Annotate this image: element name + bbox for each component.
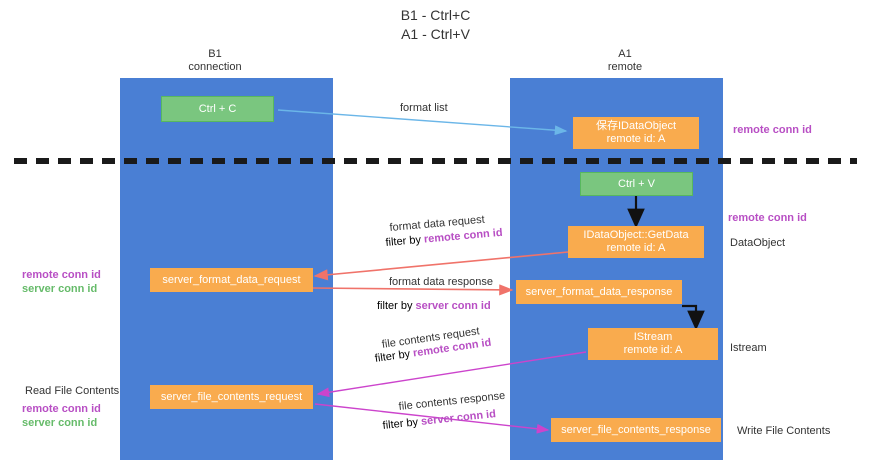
filter-prefix-2: filter by <box>377 300 416 312</box>
box-server-format-data-response-line1: server_format_data_response <box>525 285 673 298</box>
side-label-write-file-contents: Write File Contents <box>737 425 831 437</box>
lane-header-a1-role: remote <box>607 61 643 73</box>
filter-prefix-4: filter by <box>382 415 422 432</box>
side-label-left-server-conn-id-mid: server conn id <box>22 283 98 295</box>
side-label-read-file-contents: Read File Contents <box>25 385 120 397</box>
box-idataobject-store-line2: remote id: A <box>606 133 666 145</box>
lane-header-b1: B1 connection <box>150 48 280 74</box>
lane-header-b1-name: B1 <box>208 48 222 60</box>
filter-prefix-1: filter by <box>385 233 425 249</box>
box-idataobject-getdata[interactable]: IDataObject::GetData remote id: A <box>568 226 704 258</box>
box-server-file-contents-response[interactable]: server_file_contents_response <box>551 418 721 442</box>
title-line-1: B1 - Ctrl+C <box>400 7 471 23</box>
title-line-2: A1 - Ctrl+V <box>401 26 470 42</box>
filter-prefix-3: filter by <box>374 347 414 365</box>
side-label-remote-conn-id-top: remote conn id <box>733 124 812 136</box>
side-label-dataobject: DataObject <box>730 237 786 249</box>
lane-header-a1-name: A1 <box>618 48 632 60</box>
side-label-remote-conn-id-mid: remote conn id <box>728 212 807 224</box>
box-server-format-data-response[interactable]: server_format_data_response <box>516 280 682 304</box>
edge-label-format-data-response-filter: filter by server conn id <box>377 299 491 313</box>
box-istream-line1: IStream <box>633 331 673 343</box>
filter-key-server-conn-id-2: server conn id <box>420 408 497 428</box>
box-idataobject-getdata-line1: IDataObject::GetData <box>583 229 689 241</box>
box-ctrl-c-line1: Ctrl + C <box>198 102 237 115</box>
box-idataobject-store[interactable]: 保存IDataObject remote id: A <box>573 117 699 149</box>
page-title: B1 - Ctrl+C A1 - Ctrl+V <box>0 6 871 44</box>
box-server-file-contents-request[interactable]: server_file_contents_request <box>150 385 313 409</box>
side-label-left-remote-conn-id-mid: remote conn id <box>22 269 101 281</box>
box-ctrl-c[interactable]: Ctrl + C <box>161 96 274 122</box>
box-istream-line2: remote id: A <box>623 344 683 356</box>
box-idataobject-store-line1: 保存IDataObject <box>595 120 677 132</box>
edge-label-format-data-response: format data response <box>389 276 493 288</box>
box-server-file-contents-request-line1: server_file_contents_request <box>160 390 303 403</box>
side-label-left-remote-conn-id-bottom: remote conn id <box>22 403 101 415</box>
box-ctrl-v-line1: Ctrl + V <box>618 177 655 190</box>
side-label-istream: Istream <box>730 342 767 354</box>
side-label-left-server-conn-id-bottom: server conn id <box>22 417 98 429</box>
box-istream[interactable]: IStream remote id: A <box>588 328 718 360</box>
box-server-file-contents-response-line1: server_file_contents_response <box>561 423 711 436</box>
box-server-format-data-request-line1: server_format_data_request <box>162 273 301 286</box>
edge-label-format-list: format list <box>400 102 448 114</box>
box-server-format-data-request[interactable]: server_format_data_request <box>150 268 313 292</box>
filter-key-server-conn-id-1: server conn id <box>415 300 491 312</box>
box-idataobject-getdata-line2: remote id: A <box>606 242 666 254</box>
lane-header-a1: A1 remote <box>560 48 690 74</box>
box-ctrl-v[interactable]: Ctrl + V <box>580 172 693 196</box>
lane-header-b1-role: connection <box>188 61 242 73</box>
